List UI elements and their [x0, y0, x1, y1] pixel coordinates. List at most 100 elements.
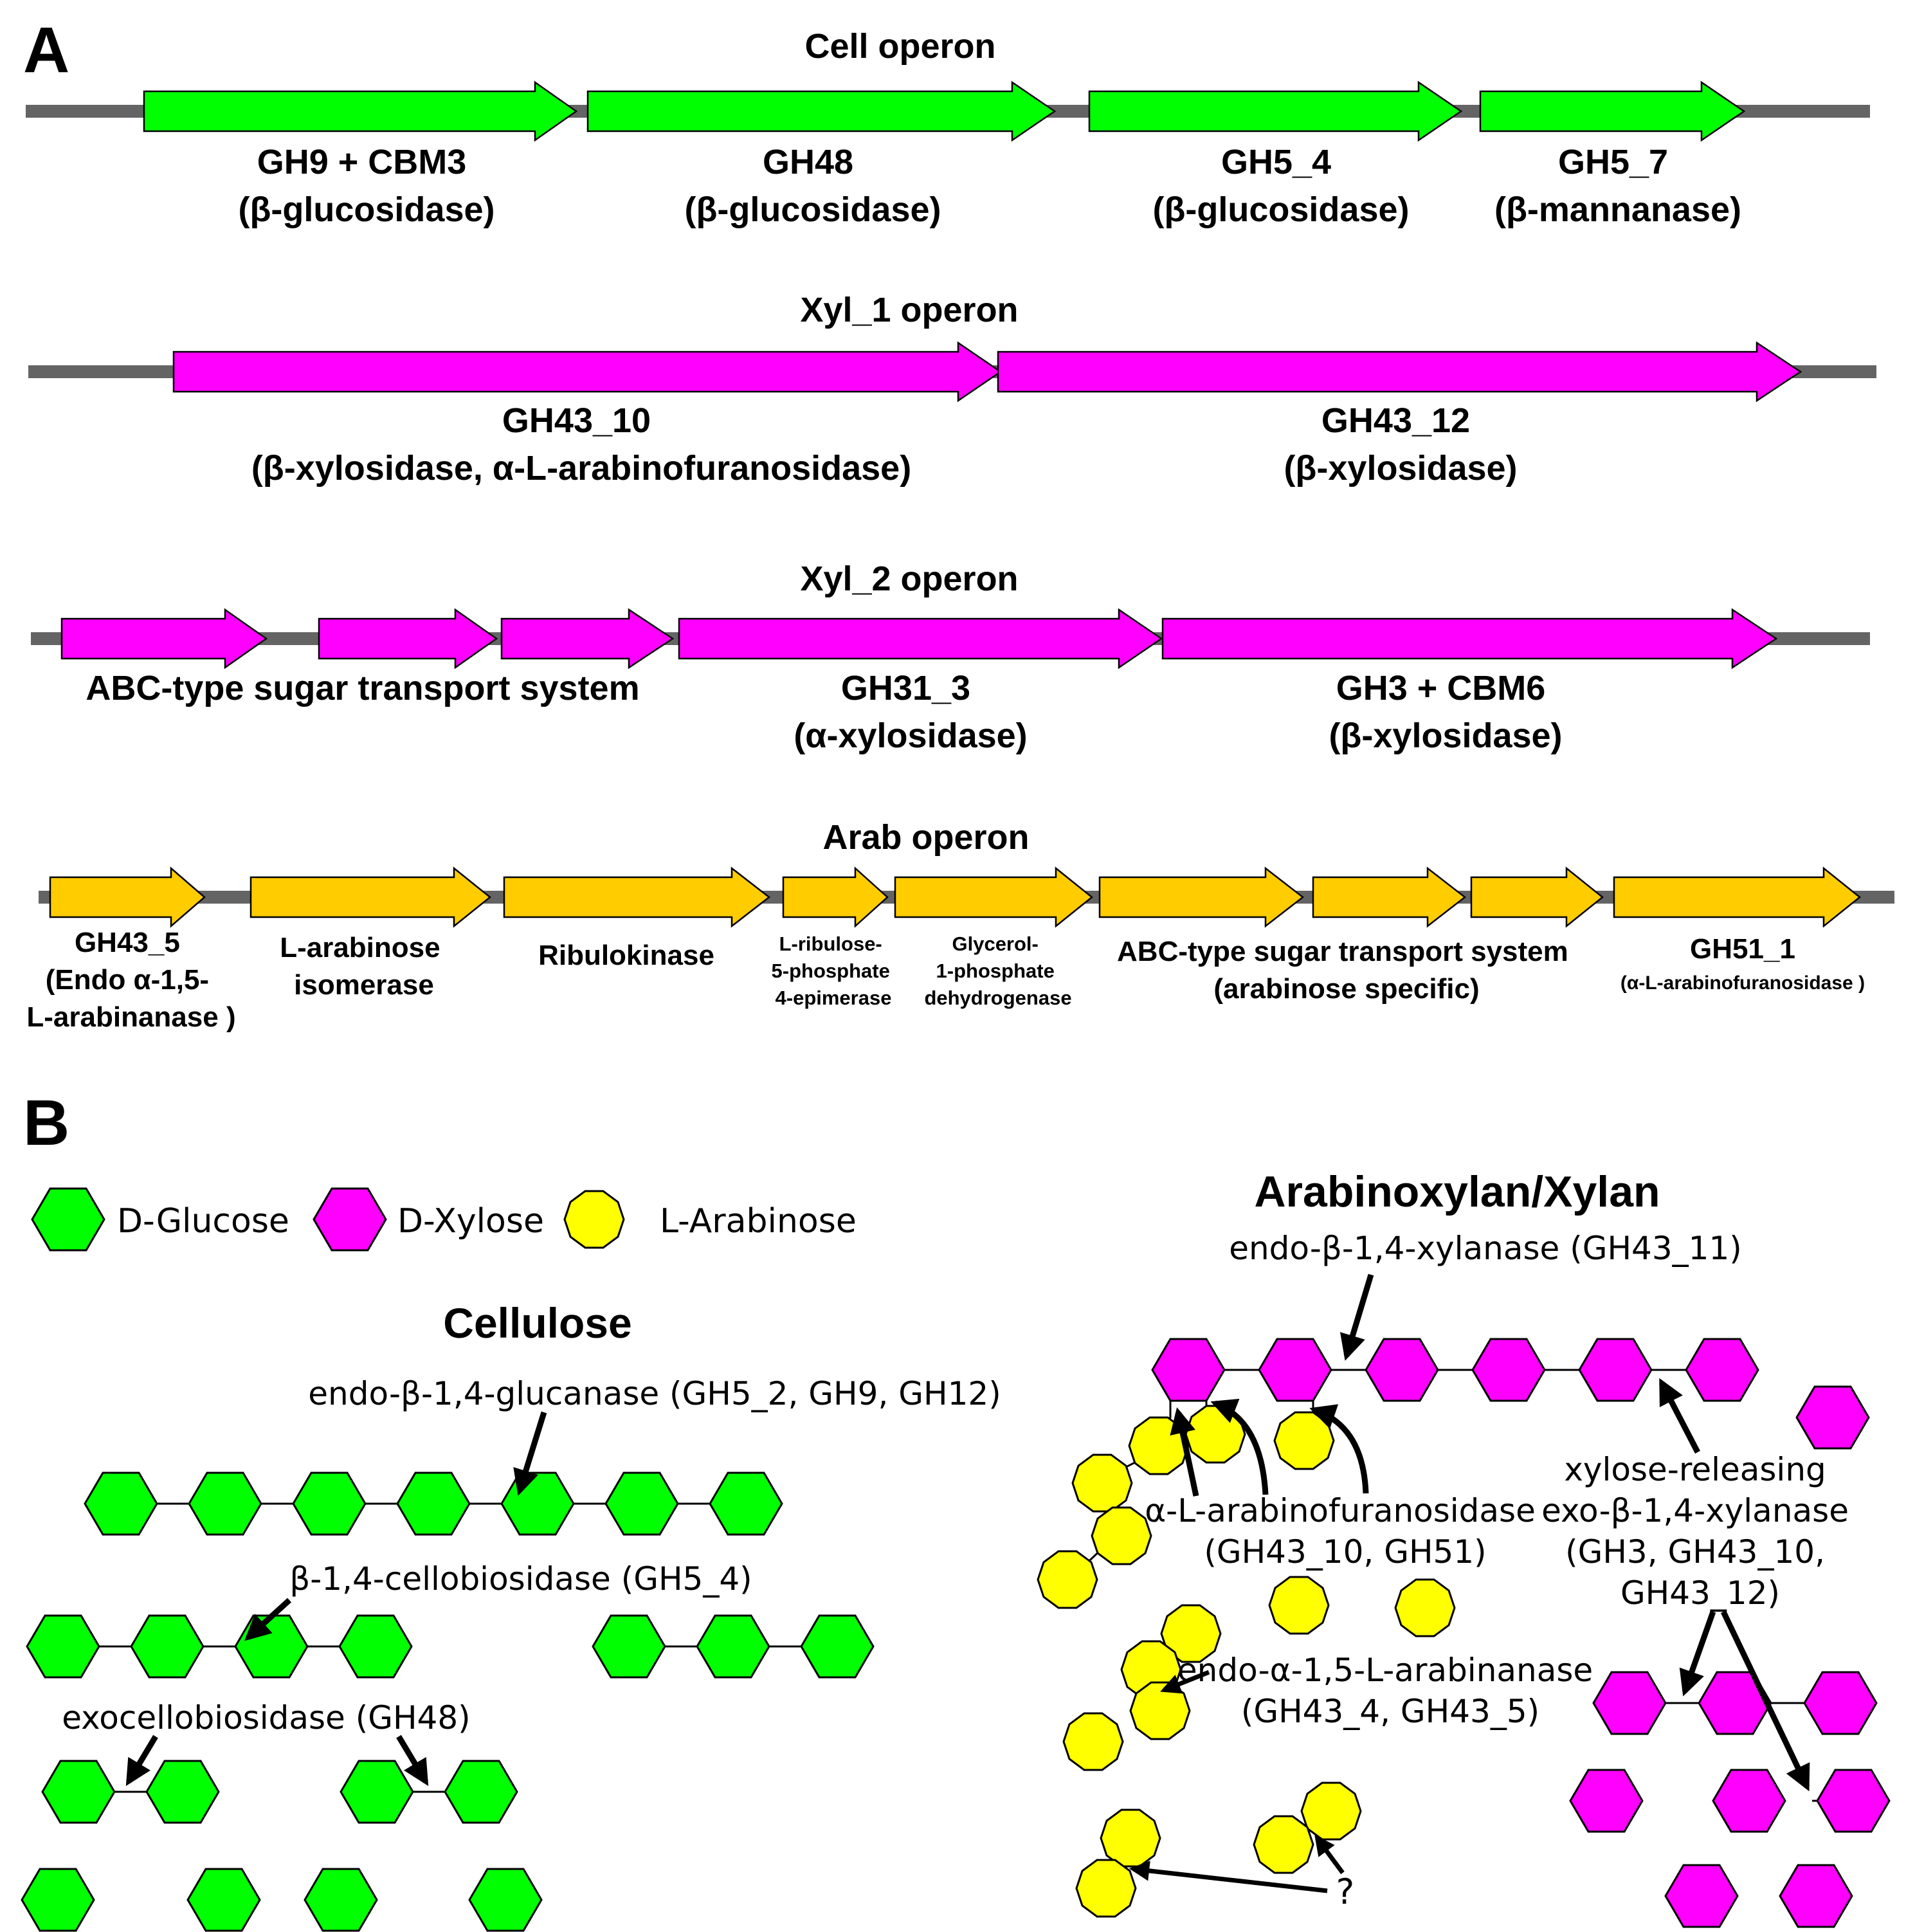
glucose-chain-3 — [592, 1614, 875, 1679]
xylose-backbone — [1151, 1338, 1759, 1402]
xylose-unit — [1592, 1671, 1667, 1735]
enzyme-exo-xylanase-label: xylose-releasing exo-β-1,4-xylanase (GH3… — [1541, 1451, 1859, 1612]
arrow-exo-xylanase-backbone — [1659, 1378, 1700, 1454]
gene-arrow-gh3 — [1161, 608, 1778, 670]
operon-arab: Arab operon GH43_5 (Endo α-1,5- L-arabin… — [26, 818, 1894, 1033]
xylose-unit — [1712, 1769, 1786, 1833]
gene-arrow-abc-arab-1 — [1098, 866, 1305, 928]
arrow-arabinofuranosidase-1 — [1170, 1407, 1199, 1497]
operon-xyl1: Xyl_1 operon GH43_10 (β-xylosidase, α-L-… — [28, 291, 1876, 488]
arabinose-unit — [1129, 1681, 1191, 1740]
gene-label-gh43-5: GH43_5 (Endo α-1,5- L-arabinanase ) — [26, 927, 235, 1033]
arrow-endo-arabinanase — [1160, 1670, 1210, 1694]
gene-arrow-gh9 — [143, 80, 578, 142]
gene-label-gh5-7: GH5_7 (β-mannanase) — [1494, 143, 1741, 229]
arabinose-unit — [1394, 1578, 1456, 1637]
glucose-unit — [444, 1760, 518, 1824]
gene-arrow-abc-2 — [318, 608, 498, 670]
arrow-exo-xylanase-oligomer — [1679, 1610, 1716, 1697]
gene-label-gh51-1-activity: (α-L-arabinofuranosidase ) — [1620, 972, 1865, 994]
arabinose-unit — [1268, 1576, 1330, 1635]
xylose-unit — [1698, 1671, 1772, 1735]
xylose-unit — [1365, 1338, 1439, 1402]
gene-label-abc-xyl2: ABC-type sugar transport system — [86, 669, 639, 707]
arabinose-unit — [1160, 1604, 1222, 1663]
glucose-unit — [292, 1472, 367, 1536]
arrow-exo-xylanase-dimer — [1720, 1610, 1810, 1792]
gene-label-dehydrogenase: Glycerol- 1-phosphate dehydrogenase — [924, 933, 1071, 1009]
operon-title-xyl1: Xyl_1 operon — [800, 291, 1018, 329]
glucose-unit — [396, 1472, 471, 1536]
arrow-exocellobiosidase-right — [396, 1735, 429, 1786]
gene-label-gh48: GH48 (β-glucosidase) — [684, 143, 941, 229]
gene-arrow-abc-1 — [60, 608, 268, 670]
enzyme-endo-arabinanase-label: endo-α-1,5-L-arabinanase (GH43_4, GH43_5… — [1177, 1652, 1603, 1730]
glucose-unit — [186, 1868, 261, 1932]
arabinose-unit — [1300, 1782, 1362, 1841]
gene-label-gh9: GH9 + CBM3 (β-glucosidase) — [238, 143, 495, 229]
glucose-unit — [696, 1614, 770, 1679]
gene-arrow-gh43-12 — [997, 341, 1802, 403]
cellobiose-left — [41, 1760, 220, 1824]
arrow-arabinofuranosidase-3 — [1309, 1404, 1369, 1494]
glucose-unit — [130, 1614, 204, 1679]
xylose-free-unit — [1795, 1385, 1870, 1450]
enzyme-endo-glucanase-label: endo-β-1,4-glucanase (GH5_2, GH9, GH12) — [308, 1375, 1001, 1412]
xylose-unit — [1664, 1864, 1739, 1928]
gene-arrow-dehydrogenase — [894, 866, 1093, 928]
operon-cell: Cell operon GH9 + CBM3 (β-glucosidase) G… — [26, 27, 1870, 229]
operon-title-xyl2: Xyl_2 operon — [800, 560, 1018, 598]
cellulose-scheme: Cellulose endo-β-1,4-glucanase (GH5_2, G… — [21, 1299, 1001, 1932]
gene-label-ribulokinase: Ribulokinase — [538, 940, 714, 971]
xylose-unit — [1258, 1338, 1332, 1402]
legend-glucose-icon — [31, 1187, 105, 1252]
arrow-endo-glucanase — [513, 1411, 547, 1496]
gene-arrow-abc-arab-2 — [1312, 866, 1467, 928]
legend-arabinose-label: L-Arabinose — [660, 1202, 857, 1241]
enzyme-cellobiosidase-label: β-1,4-cellobiosidase (GH5_4) — [289, 1560, 752, 1598]
glucose-unit — [604, 1472, 679, 1536]
gene-arrow-isomerase — [250, 866, 491, 928]
arrow-exocellobiosidase-left — [125, 1735, 158, 1786]
panel-a: A Cell operon GH9 + CBM3 (β-glucosidase)… — [23, 14, 1894, 1033]
enzyme-exocellobiosidase-label: exocellobiosidase (GH48) — [62, 1699, 470, 1736]
arabinan-oligomer — [1062, 1604, 1222, 1771]
glucose-unit — [500, 1472, 575, 1536]
glucose-chain-7 — [84, 1472, 783, 1536]
arabinose-dimers — [1075, 1782, 1362, 1918]
glucose-unit — [84, 1472, 158, 1536]
gene-arrow-epimerase — [782, 866, 889, 928]
arabinose-side-chains — [1037, 1401, 1335, 1609]
gene-arrow-gh51-1 — [1613, 866, 1861, 928]
glucose-free-units — [21, 1868, 543, 1932]
glucose-unit — [26, 1614, 100, 1679]
xylan-scheme: Arabinoxylan/Xylan endo-β-1,4-xylanase (… — [1037, 1167, 1891, 1928]
panel-b: B D-Glucose D-Xylose L-Arabinose Cellulo… — [21, 1087, 1891, 1932]
gene-label-gh5-4: GH5_4 (β-glucosidase) — [1152, 143, 1409, 229]
xylose-unit — [1471, 1338, 1546, 1402]
arrow-unknown-dimer-a — [1129, 1861, 1328, 1893]
legend-xylose-icon — [313, 1187, 387, 1252]
glucose-unit — [145, 1760, 220, 1824]
xylose-unit — [1803, 1671, 1878, 1735]
gene-arrow-gh5-7 — [1479, 80, 1746, 142]
enzyme-endo-xylanase-label: endo-β-1,4-xylanase (GH43_11) — [1229, 1230, 1742, 1267]
glucose-unit — [800, 1614, 875, 1679]
panel-b-letter: B — [23, 1087, 69, 1159]
legend: D-Glucose D-Xylose L-Arabinose — [31, 1187, 857, 1252]
gene-arrow-gh31-3 — [678, 608, 1163, 670]
xylose-unit — [1578, 1338, 1653, 1402]
legend-glucose-label: D-Glucose — [117, 1202, 289, 1241]
arabinose-unit — [1037, 1550, 1098, 1609]
cellobiose-right — [340, 1760, 518, 1824]
gene-label-gh3: GH3 + CBM6 (β-xylosidase) — [1329, 669, 1562, 755]
legend-xylose-label: D-Xylose — [397, 1202, 544, 1241]
glucose-unit — [709, 1472, 783, 1536]
gene-arrow-gh48 — [586, 80, 1057, 142]
gene-arrow-gh43-5 — [49, 866, 206, 928]
gene-arrow-abc-3 — [500, 608, 675, 670]
gene-label-isomerase: L-arabinose isomerase — [280, 932, 448, 1001]
arabinose-unit — [1100, 1809, 1161, 1868]
unknown-enzyme-label: ? — [1336, 1872, 1355, 1912]
